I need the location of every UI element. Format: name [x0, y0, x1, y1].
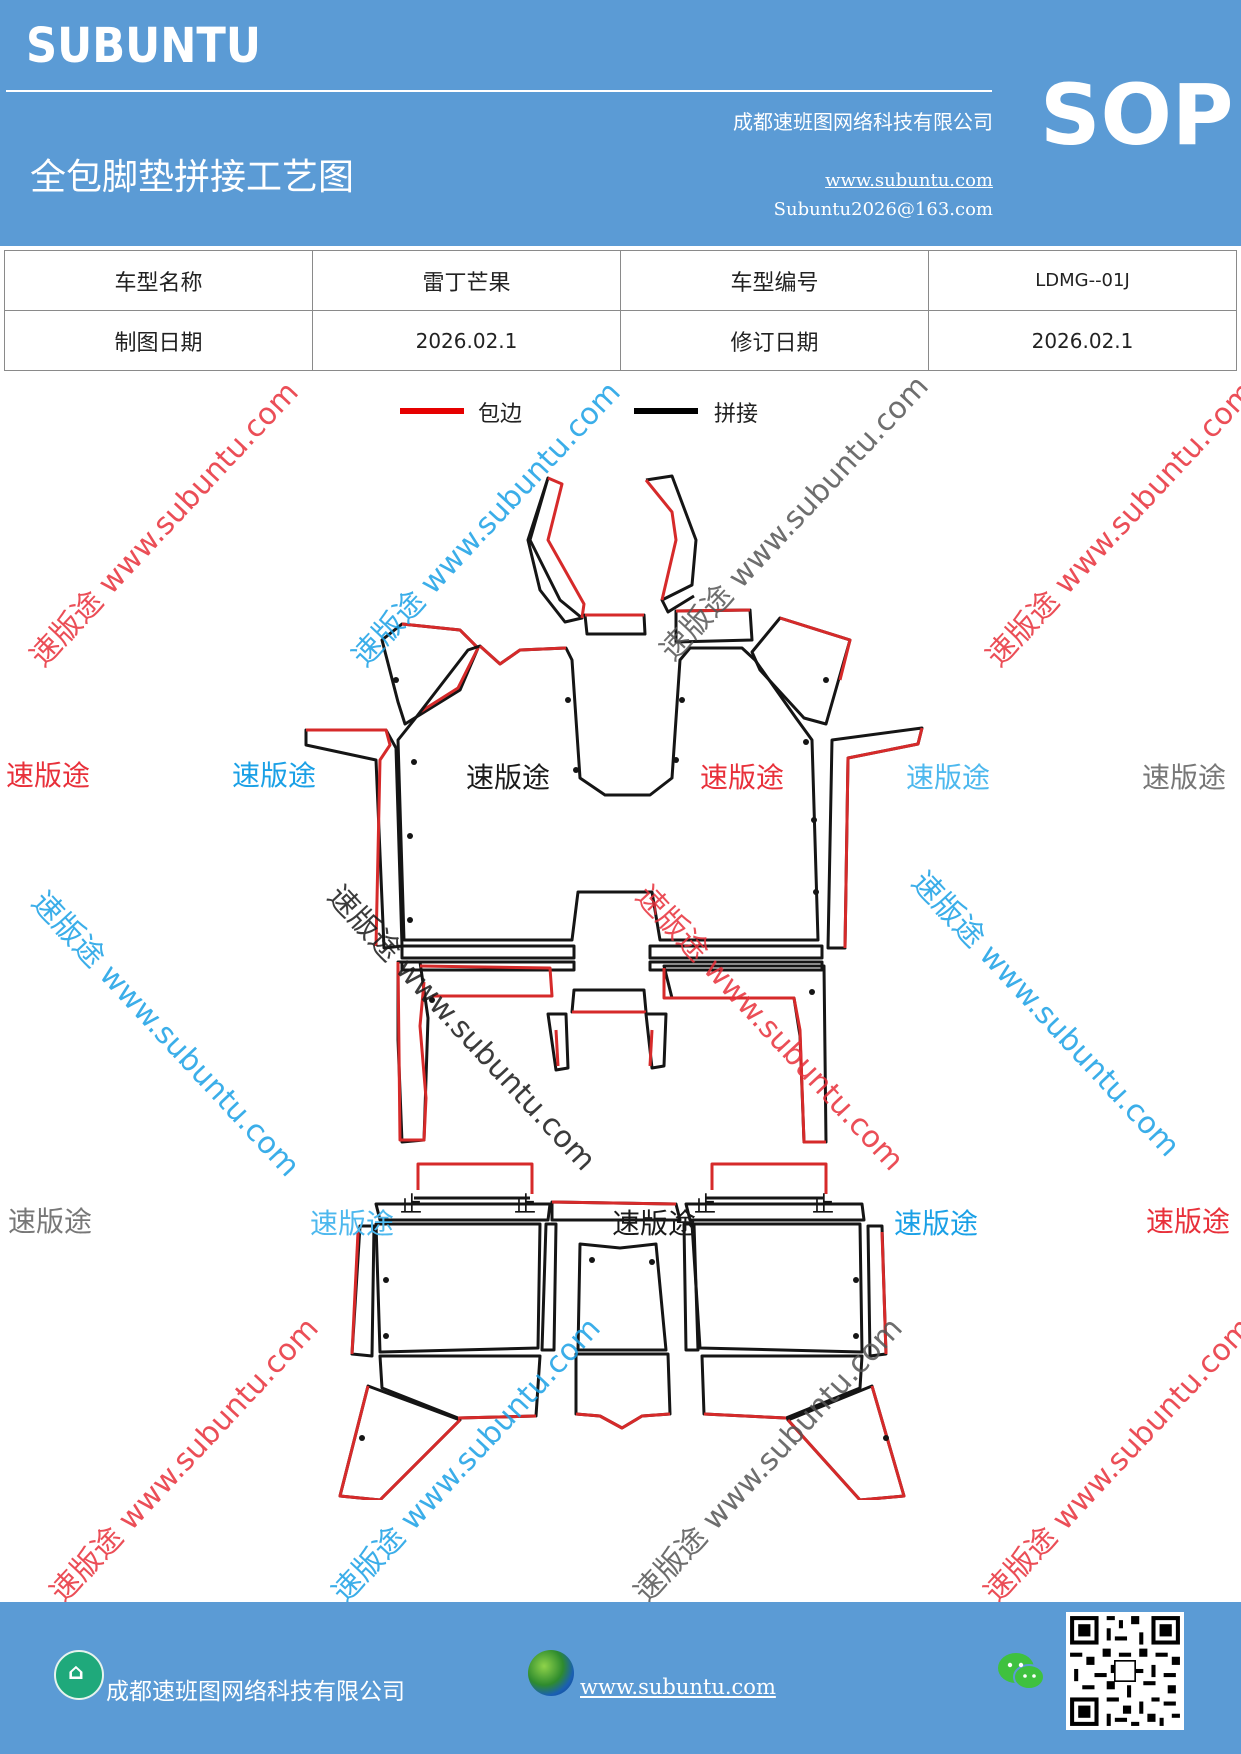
watermark-word: 速版途 [1146, 1205, 1231, 1238]
legend: 包边 拼接 [400, 396, 820, 436]
header-banner [0, 0, 1241, 246]
footer-website-link[interactable]: www.subuntu.com [580, 1675, 776, 1699]
table-cell: 制图日期 [4, 310, 313, 371]
globe-icon [528, 1650, 574, 1696]
watermark-word: 速版途 [906, 761, 991, 794]
watermark-word: 速版途 [6, 759, 91, 792]
email-address: Subuntu2026@163.com [773, 199, 993, 220]
stop-marker: 止 [400, 1193, 422, 1218]
table-cell: LDMG--01J [928, 250, 1237, 311]
footer-company: 成都速班图网络科技有限公司 [106, 1679, 405, 1705]
sop-label: SOP [1040, 66, 1234, 164]
qr-code [1066, 1612, 1184, 1730]
watermark-word: 速版途 [1142, 761, 1227, 794]
watermark-word: 速版途 [894, 1207, 979, 1240]
watermark-word: 速版途 [232, 759, 317, 792]
watermark-word: 速版途 [612, 1207, 697, 1240]
watermark-word: 速版途 [310, 1207, 395, 1240]
legend-label: 拼接 [714, 402, 759, 427]
brand-logo: SUBUNTU [26, 18, 261, 74]
website-link[interactable]: www.subuntu.com [825, 170, 993, 191]
table-cell: 车型名称 [4, 250, 313, 311]
legend-label: 包边 [478, 402, 523, 427]
table-cell: 车型编号 [620, 250, 929, 311]
stop-marker: 止 [812, 1193, 834, 1218]
stop-marker: 止 [694, 1193, 716, 1218]
document-title: 全包脚垫拼接工艺图 [30, 157, 355, 198]
table-row: 制图日期 2026.02.1 修订日期 2026.02.1 [4, 310, 1237, 371]
table-row: 车型名称 雷丁芒果 车型编号 LDMG--01J [4, 250, 1237, 311]
table-cell: 修订日期 [620, 310, 929, 371]
watermark-word: 速版途 [466, 761, 551, 794]
legend-swatch-black [634, 408, 698, 414]
vehicle-info-table: 车型名称 雷丁芒果 车型编号 LDMG--01J 制图日期 2026.02.1 … [4, 250, 1237, 371]
table-cell: 2026.02.1 [312, 310, 621, 371]
legend-swatch-red [400, 408, 464, 414]
floor-mat-diagram: 止 止 止 止 [304, 474, 924, 1500]
table-cell: 2026.02.1 [928, 310, 1237, 371]
table-cell: 雷丁芒果 [312, 250, 621, 311]
header-divider [6, 90, 992, 92]
stop-marker: 止 [514, 1193, 536, 1218]
watermark-word: 速版途 [8, 1205, 93, 1238]
company-name: 成都速班图网络科技有限公司 [733, 110, 993, 134]
watermark-word: 速版途 [700, 761, 785, 794]
home-icon: ⌂ [54, 1650, 104, 1700]
wechat-icon [998, 1653, 1045, 1690]
